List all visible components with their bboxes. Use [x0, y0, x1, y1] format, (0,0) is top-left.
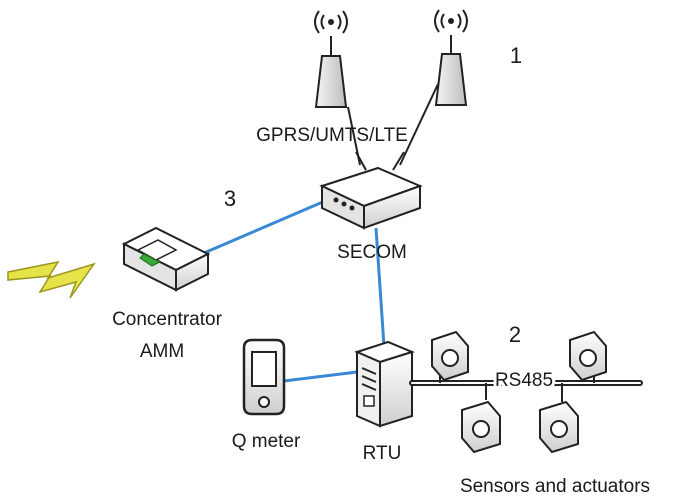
concentrator-label-line1: Concentrator: [112, 309, 223, 330]
link-qmeter-rtu: [283, 370, 358, 383]
secom-antenna-stub-b: [392, 151, 405, 171]
marker-3: 3: [224, 186, 236, 211]
antenna-link-right: [399, 83, 439, 166]
server-tower-icon: [354, 340, 415, 428]
link-secom-concentrator: [182, 196, 333, 264]
secom-label: SECOM: [337, 242, 407, 263]
network-label: GPRS/UMTS/LTE: [256, 125, 408, 146]
rtu-label: RTU: [363, 443, 402, 464]
concentrator-device-icon: [121, 226, 211, 292]
lightning-icon: [7, 260, 96, 299]
secom-antenna-stub-a: [355, 151, 367, 171]
concentrator-label-line2: AMM: [140, 341, 184, 362]
cell-tower-icon: [314, 9, 468, 108]
marker-1: 1: [510, 43, 522, 68]
handheld-meter-icon: [242, 338, 286, 416]
sensor-bottom-right: [539, 400, 579, 454]
rs485-label: RS485: [495, 370, 553, 391]
rs485-bus: [409, 375, 643, 402]
cell-tower-right: [434, 9, 468, 106]
marker-2: 2: [509, 322, 521, 347]
sensor-bottom-left: [461, 400, 501, 454]
sensors-label: Sensors and actuators: [460, 476, 650, 497]
link-secom-rtu: [374, 227, 386, 347]
sensor-top-right: [569, 330, 607, 382]
cell-tower-left: [314, 10, 348, 108]
sensor-top-left: [431, 330, 469, 382]
qmeter-label: Q meter: [232, 431, 301, 452]
links: [182, 83, 439, 383]
sensor-actuator-icon: [431, 330, 607, 454]
router-box-icon: [319, 166, 423, 230]
